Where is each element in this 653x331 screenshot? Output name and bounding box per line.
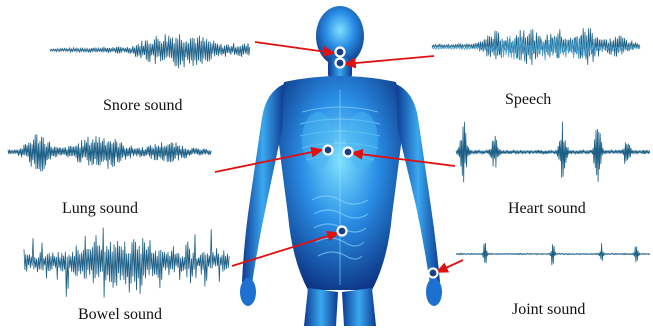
arrow-speech [345, 56, 434, 64]
arrow-joint [437, 260, 463, 272]
marker-joint [429, 269, 438, 278]
marker-lung [324, 146, 333, 155]
label-speech: Speech [505, 91, 551, 109]
body-right-leg [342, 288, 376, 326]
label-heart-sound: Heart sound [508, 200, 586, 218]
body-left-lung [302, 112, 334, 168]
body-right-hand [426, 278, 442, 306]
body-left-hand [240, 278, 256, 306]
waveform-snore [50, 34, 250, 68]
waveform-heart [456, 122, 650, 183]
body-left-arm [242, 84, 284, 284]
marker-bowel [338, 227, 347, 236]
marker-snore [336, 48, 345, 57]
body-left-leg [304, 288, 338, 326]
marker-heart [344, 148, 353, 157]
body-right-lung [346, 112, 378, 168]
body-right-arm [396, 84, 440, 284]
waveform-joint [456, 243, 650, 265]
label-snore-sound: Snore sound [103, 97, 183, 115]
label-bowel-sound: Bowel sound [78, 306, 162, 324]
waveform-bowel [24, 228, 229, 298]
marker-speech [336, 59, 345, 68]
waveform-lung [8, 134, 211, 171]
label-lung-sound: Lung sound [62, 200, 138, 218]
label-joint-sound: Joint sound [512, 301, 585, 319]
